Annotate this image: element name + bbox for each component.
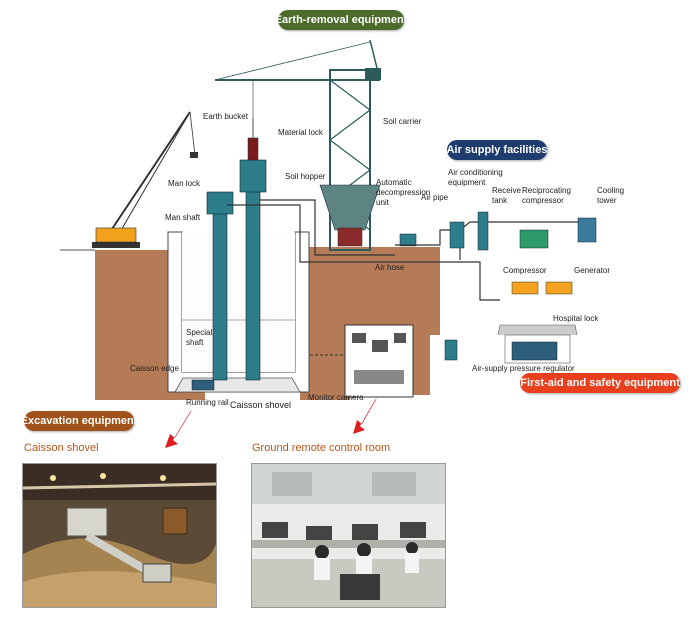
cooling-tower-unit bbox=[577, 217, 597, 243]
decompression-unit-shape bbox=[399, 233, 417, 247]
man-lock bbox=[206, 191, 234, 215]
photo-ground-remote bbox=[251, 463, 446, 608]
label-cooling-tower: Cooling tower bbox=[597, 186, 625, 205]
crawler-crane bbox=[92, 111, 198, 248]
compressor-unit bbox=[511, 281, 539, 295]
red-arrows bbox=[165, 398, 377, 448]
label-special-shaft: Special shaft bbox=[186, 328, 213, 347]
label-man-lock: Man lock bbox=[168, 179, 201, 188]
photo-caisson-shovel bbox=[22, 463, 217, 608]
label-soil-hopper: Soil hopper bbox=[285, 172, 326, 181]
dump-truck bbox=[337, 227, 363, 247]
control-room-screen-1 bbox=[352, 333, 366, 343]
reciprocating-compressor-unit bbox=[519, 229, 549, 249]
control-room-screen-2 bbox=[372, 340, 388, 352]
label-caisson-edge: Caisson edge bbox=[130, 364, 179, 373]
label-auto-decompression: Automatic decompression unit bbox=[376, 178, 431, 207]
air-pipes bbox=[227, 199, 580, 301]
label-man-shaft: Man shaft bbox=[165, 213, 201, 222]
label-caisson-shovel: Caisson shovel bbox=[230, 400, 292, 410]
control-room-desk bbox=[354, 370, 404, 384]
air-conditioning-unit bbox=[449, 221, 465, 249]
excavation-badge: Excavation equipment bbox=[21, 411, 137, 431]
label-compressor: Compressor bbox=[503, 266, 547, 275]
label-receive-tank: Receive tank bbox=[492, 186, 521, 205]
photo-ground-remote-art bbox=[252, 464, 445, 607]
material-shaft bbox=[245, 189, 261, 381]
label-air-supply-regulator: Air-supply pressure regulator bbox=[472, 364, 575, 373]
caisson-shovel-machine bbox=[191, 379, 215, 391]
label-earth-bucket: Earth bucket bbox=[203, 112, 248, 121]
label-soil-carrier: Soil carrier bbox=[383, 117, 422, 126]
label-air-pipe: Air pipe bbox=[421, 193, 449, 202]
working-chamber-air bbox=[182, 232, 295, 372]
earth-removal-badge: Earth-removal equipment bbox=[275, 10, 407, 30]
photo-caisson-shovel-art bbox=[23, 464, 216, 607]
label-material-lock: Material lock bbox=[278, 128, 323, 137]
receive-tank bbox=[477, 211, 489, 251]
label-running-rail: Running rail bbox=[186, 398, 229, 407]
control-room-screen-3 bbox=[394, 333, 406, 343]
hospital-lock-building bbox=[504, 334, 571, 364]
earth-bucket bbox=[247, 137, 259, 161]
man-shaft bbox=[212, 209, 228, 381]
label-hospital-lock: Hospital lock bbox=[553, 314, 599, 323]
label-air-hose: Air hose bbox=[375, 263, 405, 272]
label-generator: Generator bbox=[574, 266, 611, 275]
label-air-conditioning: Air conditioning equipment bbox=[448, 168, 503, 187]
caption-caisson-shovel: Caisson shovel bbox=[24, 442, 99, 454]
label-reciprocating-compressor: Reciprocating compressor bbox=[522, 186, 571, 205]
label-monitor-camera: Monitor camera bbox=[308, 393, 364, 402]
material-lock bbox=[239, 159, 267, 193]
generator-unit bbox=[545, 281, 573, 295]
first-aid-badge: First-aid and safety equipment bbox=[520, 373, 680, 393]
hospital-lock-roof bbox=[497, 324, 578, 336]
air-supply-regulator-shape bbox=[444, 339, 458, 361]
tower-crane bbox=[214, 39, 381, 251]
caption-ground-remote: Ground remote control room bbox=[252, 442, 391, 454]
soil-hopper-shape bbox=[319, 184, 381, 231]
air-supply-badge: Air supply facilities bbox=[447, 140, 547, 160]
hospital-lock-chamber bbox=[511, 341, 558, 361]
